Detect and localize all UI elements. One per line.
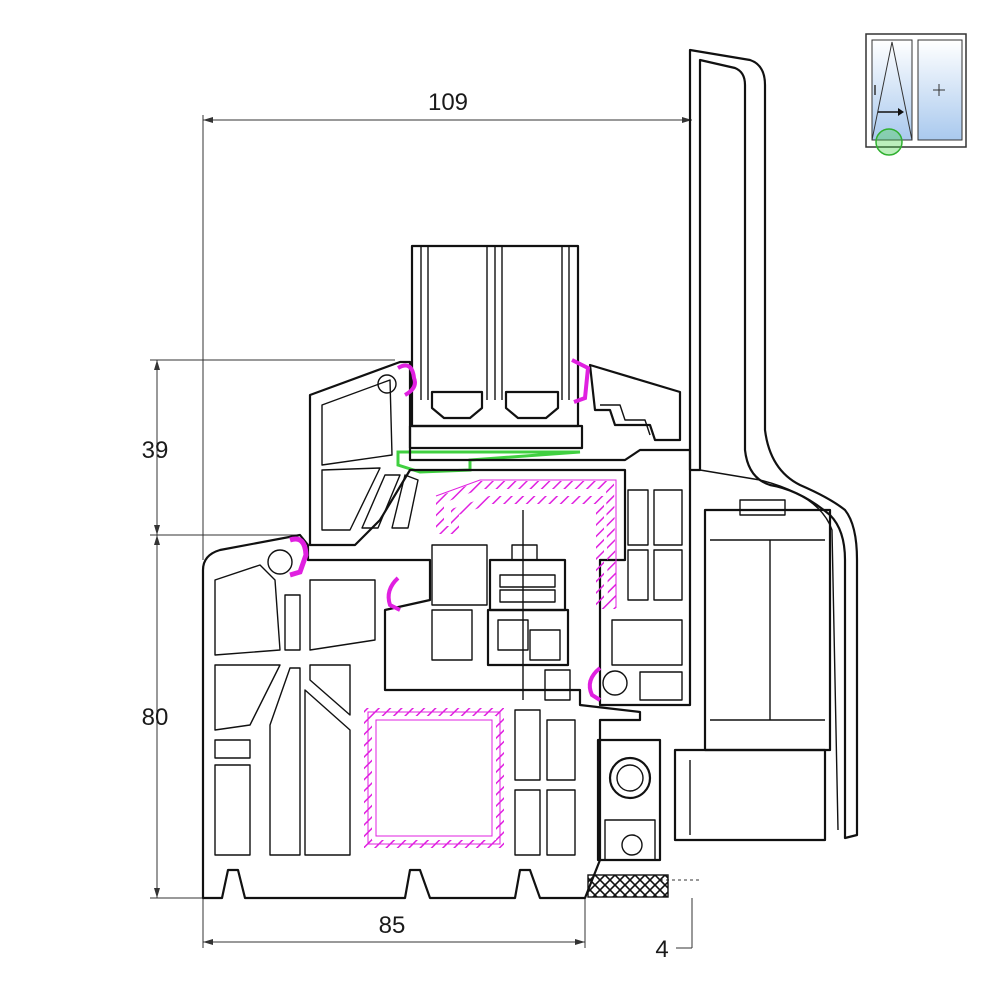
tilt-turn-window-icon <box>865 33 967 156</box>
sash-reinforcement <box>435 479 617 609</box>
frame-profile <box>201 533 642 900</box>
dimension-label-upper-height: 39 <box>142 437 169 464</box>
dimension-bottom: 85 <box>202 898 586 948</box>
dimension-top: 109 <box>202 89 692 560</box>
dimension-label-total-width: 109 <box>428 89 468 116</box>
dimension-left: 39 80 <box>142 359 395 899</box>
hinge-fitting <box>587 499 832 898</box>
green-circle-marker <box>875 128 903 156</box>
dimension-label-frame-width: 85 <box>379 912 406 939</box>
dimension-label-offset: 4 <box>655 936 668 963</box>
sash-profile <box>308 360 692 707</box>
locking-hardware <box>486 510 571 701</box>
dimension-label-lower-height: 80 <box>142 704 169 731</box>
glazing-unit <box>396 244 584 474</box>
gaskets <box>289 358 602 702</box>
